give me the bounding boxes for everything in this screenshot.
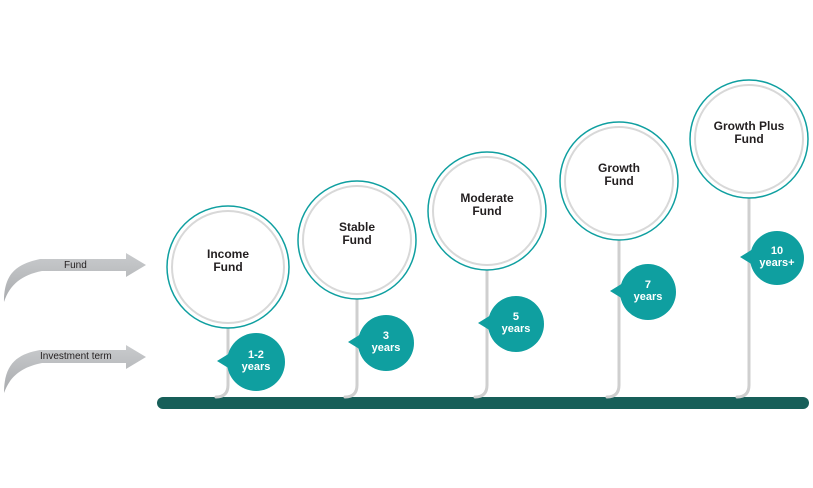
investment-term-label: 3 years [371, 330, 401, 354]
term-bubble-pointer [740, 249, 753, 265]
term-row-label: Investment term [40, 351, 112, 362]
investment-term-label: 1-2 years [241, 349, 271, 373]
stem-line [343, 297, 359, 399]
term-bubble [488, 296, 544, 352]
term-bubble-pointer [217, 353, 230, 369]
fund-circle-inner [302, 185, 412, 295]
investment-term-label: 7 years [633, 279, 663, 303]
fund-circle-inner [171, 210, 285, 324]
fund-name-label: Income Fund [206, 247, 249, 274]
fund-circle-inner [564, 126, 674, 236]
term-bubble [620, 264, 676, 320]
term-row-arrow [4, 345, 146, 393]
fund-name-label: Stable Fund [338, 220, 375, 247]
fund-circle-inner [694, 84, 804, 194]
investment-term-label: 5 years [501, 311, 531, 335]
timeline-bar [157, 397, 809, 409]
fund-name-label: Moderate Fund [460, 191, 514, 218]
term-bubble [750, 231, 804, 285]
stem-line [214, 326, 230, 399]
fund-circle-inner [432, 156, 542, 266]
fund-name-label: Growth Plus Fund [713, 119, 785, 146]
fund-name-label: Growth Fund [598, 161, 640, 188]
term-bubble-pointer [610, 283, 623, 299]
investment-term-label: 10 years+ [759, 245, 795, 269]
stem-line [735, 196, 751, 399]
fund-row-arrow [4, 253, 146, 302]
term-bubble [358, 315, 414, 371]
term-bubble [227, 333, 285, 391]
fund-row-label: Fund [64, 260, 87, 271]
stem-line [605, 238, 621, 399]
stem-line [473, 268, 489, 399]
term-bubble-pointer [478, 315, 491, 331]
term-bubble-pointer [348, 334, 361, 350]
